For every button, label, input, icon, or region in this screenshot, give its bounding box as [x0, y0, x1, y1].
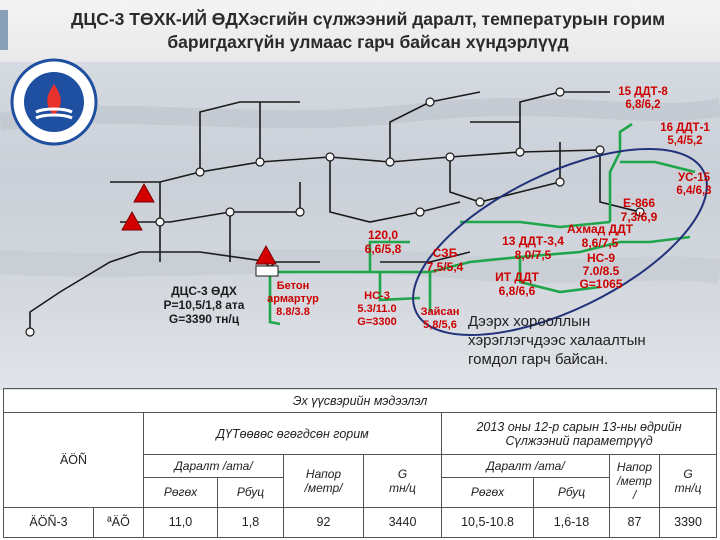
cell-flow-2: G тн/ц — [658, 454, 718, 508]
label-16-ddt-1: 16 ДДТ-1 5,4/5,2 — [660, 122, 710, 147]
cell-flow-1: G тн/ц — [363, 454, 442, 508]
problem-area-ellipse — [412, 147, 708, 337]
cell-head-2: Напор /метр / — [609, 454, 660, 508]
cell-pbuts-1: Рбуц — [217, 476, 284, 508]
complaint-callout: Дээрх хорооллын хэрэглэгчдээс халаалтын … — [468, 313, 646, 368]
cell-pbuts-2: Рбуц — [533, 476, 610, 508]
label-us-15: УС-15 6,4/6,3 — [676, 172, 712, 197]
cell-row-name: ÄÖÑ-3 — [3, 506, 94, 539]
label-akhmad-ddt: Ахмад ДДТ 8,6/7,5 — [566, 222, 634, 250]
network-map-drawing — [0, 62, 720, 390]
cell-row-sub: ªÄÕ — [93, 506, 144, 539]
cell-pgeh-1: Рөгөх — [143, 476, 218, 508]
title-bar: ДЦС-3 ТӨХК-ИЙ ӨДХэсгийн сүлжээний даралт… — [0, 0, 720, 62]
cell-aon: ÄÖÑ — [3, 412, 144, 508]
cell-v-pbuts-1: 1,8 — [217, 506, 284, 539]
label-13-ddt: 13 ДДТ-3,4 8,0/7,5 — [502, 234, 564, 262]
cell-v-pbuts-2: 1,6-18 — [533, 506, 610, 539]
table-header: Эх үүсвэрийн мэдээлэл — [2, 387, 718, 414]
cell-v-head-1: 92 — [283, 506, 364, 539]
cell-v-pgeh-2: 10,5-10.8 — [441, 506, 534, 539]
cell-pressure-1: Даралт /ата/ — [143, 454, 284, 478]
label-15-ddt-8: 15 ДДТ-8 6,8/6,2 — [618, 86, 668, 111]
label-e-866: Е-866 7,3/6,9 — [620, 196, 658, 224]
label-120: 120,0 6,6/5,8 — [364, 228, 402, 256]
company-logo — [6, 56, 102, 148]
label-beton-armatur: Бетон армартур 8.8/3.8 — [267, 280, 319, 318]
label-nc-9: НС-9 7.0/8.5 G=1065 — [579, 251, 623, 291]
source-markers — [121, 182, 279, 277]
cell-v-head-2: 87 — [609, 506, 660, 539]
cell-head-1: Напор /метр/ — [283, 454, 364, 508]
green-pipe-network — [268, 122, 696, 326]
label-sze: СЗБ 7,5/5,4 — [426, 246, 464, 274]
cell-normal-mode: ДҮТөөвөс өгөгдсөн горим — [143, 412, 442, 456]
source-info-table: Эх үүсвэрийн мэдээлэл ÄÖÑ ДҮТөөвөс өгөгд… — [2, 387, 718, 539]
slide-title: ДЦС-3 ТӨХК-ИЙ ӨДХэсгийн сүлжээний даралт… — [70, 9, 666, 52]
network-map: 15 ДДТ-8 6,8/6,2 16 ДДТ-1 5,4/5,2 УС-15 … — [0, 62, 720, 390]
title-accent — [0, 10, 8, 50]
label-nc-3: НС-3 5.3/11.0 G=3300 — [357, 290, 397, 328]
label-it-ddt: ИТ ДДТ 6,8/6,6 — [495, 270, 539, 298]
cell-pgeh-2: Рөгөх — [441, 476, 534, 508]
label-dcs-3-odkh: ДЦС-3 ӨДХ P=10,5/1,8 ата G=3390 тн/ц — [163, 284, 245, 326]
cell-pressure-2: Даралт /ата/ — [441, 454, 610, 478]
cell-v-flow-2: 3390 — [658, 506, 718, 539]
cell-v-pgeh-1: 11,0 — [143, 506, 218, 539]
label-zaisan: Зайсан 5,8/5,6 — [420, 306, 460, 331]
cell-date-params: 2013 оны 12-р сарын 13-ны өдрийн Сүлжээн… — [440, 412, 718, 456]
cell-v-flow-1: 3440 — [363, 506, 442, 539]
